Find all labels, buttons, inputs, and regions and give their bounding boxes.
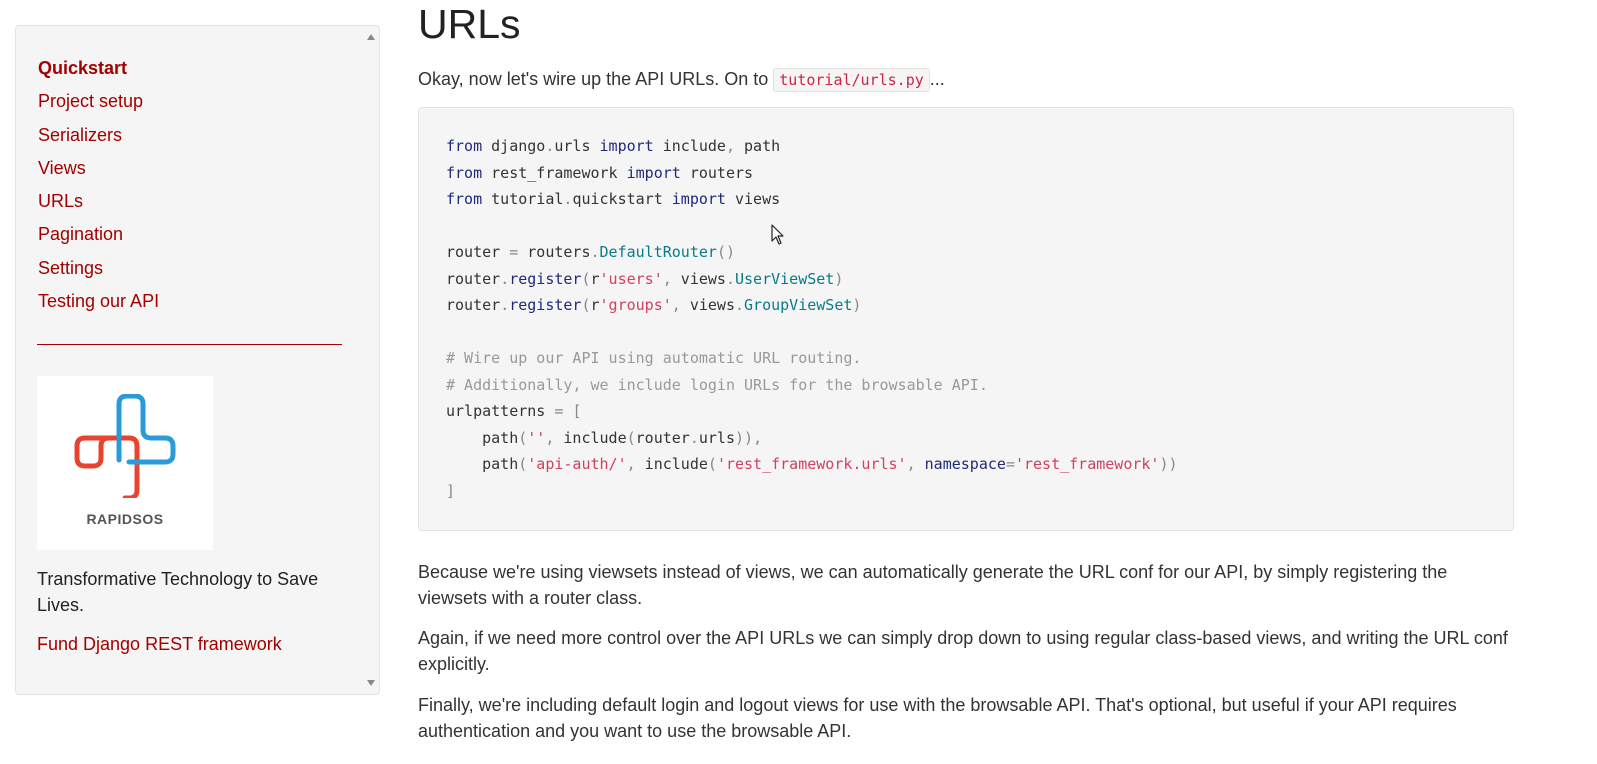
code-line: # Wire up our API using automatic URL ro…	[446, 349, 862, 367]
sponsor-logo[interactable]: RAPIDSOS	[37, 376, 213, 550]
intro-text: Okay, now let's wire up the API URLs. On…	[418, 69, 774, 89]
intro-paragraph: Okay, now let's wire up the API URLs. On…	[418, 66, 945, 93]
scroll-down-arrow-icon[interactable]	[367, 680, 375, 686]
code-line: router.register(r'users', views.UserView…	[446, 269, 844, 288]
toc-link-settings[interactable]: Settings	[38, 257, 104, 278]
toc-link-pagination[interactable]: Pagination	[38, 224, 124, 245]
inline-code-filename: tutorial/urls.py	[773, 68, 930, 92]
code-line: # Additionally, we include login URLs fo…	[446, 375, 988, 394]
toc-link-quickstart[interactable]: Quickstart	[38, 58, 128, 78]
body-paragraph-control: Again, if we need more control over the …	[418, 628, 1508, 674]
body-paragraph-viewsets: Because we're using viewsets instead of …	[418, 562, 1448, 608]
toc-link-views[interactable]: Views	[38, 157, 86, 178]
sidebar: Quickstart Project setup Serializers Vie…	[15, 25, 380, 695]
intro-ellipsis: ...	[929, 69, 945, 89]
toc-item-testing: Testing our API	[38, 289, 159, 322]
toc-item-quickstart: Quickstart	[38, 56, 159, 89]
rapidsos-logo-icon	[74, 394, 176, 498]
page-title: URLs	[418, 1, 521, 47]
sponsor-tagline: Transformative Technology to Save Lives.	[37, 569, 319, 615]
code-line: path('', include(router.urls)),	[446, 428, 763, 447]
toc-item-views: Views	[38, 156, 159, 189]
code-line: from tutorial.quickstart import views	[446, 190, 781, 208]
code-line: from rest_framework import routers	[446, 163, 754, 182]
mouse-cursor-icon	[771, 224, 784, 245]
sidebar-divider	[37, 344, 342, 345]
code-line: router.register(r'groups', views.GroupVi…	[446, 296, 862, 314]
code-line: router = routers.DefaultRouter()	[446, 243, 735, 261]
toc-item-settings: Settings	[38, 256, 159, 289]
code-block: from django.urls import include, path fro…	[418, 107, 1514, 531]
toc-item-project-setup: Project setup	[38, 89, 159, 122]
toc-item-serializers: Serializers	[38, 123, 159, 156]
toc-link-testing-our-api[interactable]: Testing our API	[38, 291, 160, 312]
code-line: urlpatterns = [	[446, 402, 582, 420]
code-line: ]	[446, 481, 456, 500]
sponsor-name: RAPIDSOS	[86, 511, 164, 527]
body-paragraph-login: Finally, we're including default login a…	[418, 695, 1457, 741]
toc-link-project-setup[interactable]: Project setup	[38, 91, 144, 112]
table-of-contents: Quickstart Project setup Serializers Vie…	[38, 56, 159, 322]
fund-drf-link[interactable]: Fund Django REST framework	[37, 634, 282, 654]
scroll-up-arrow-icon[interactable]	[367, 34, 375, 40]
toc-item-pagination: Pagination	[38, 222, 159, 255]
toc-link-serializers[interactable]: Serializers	[38, 124, 123, 145]
toc-item-urls: URLs	[38, 189, 159, 222]
toc-link-urls[interactable]: URLs	[38, 191, 84, 212]
code-line: from django.urls import include, path	[446, 137, 781, 155]
code-line: path('api-auth/', include('rest_framewor…	[446, 455, 1178, 473]
